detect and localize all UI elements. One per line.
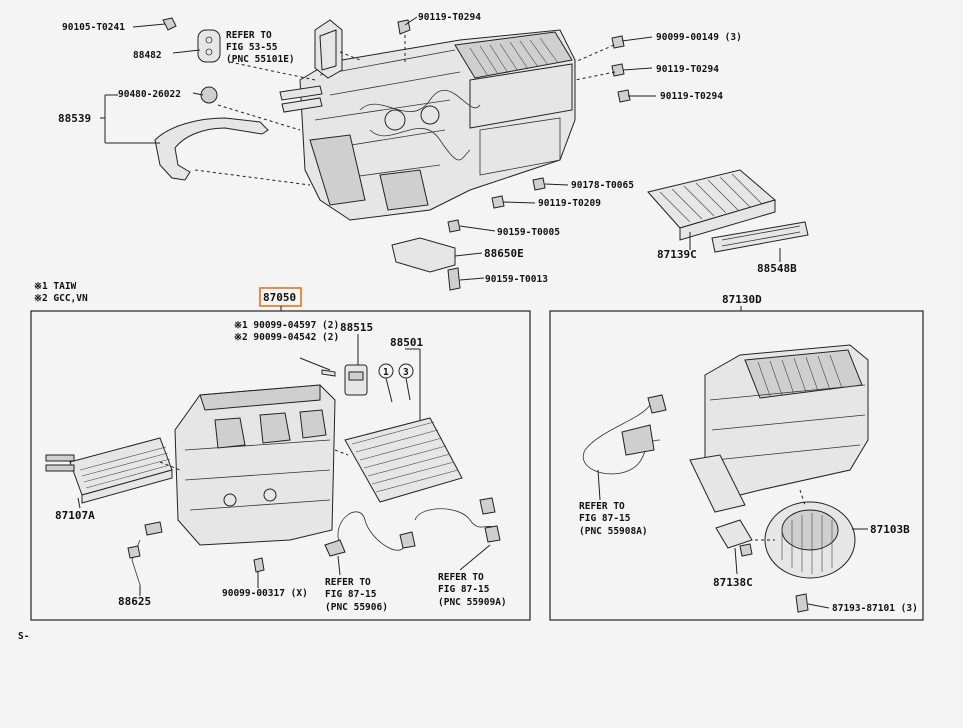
top-leaders [100,16,781,281]
label-refer-m: REFER TO [579,501,625,512]
label-refer-r-fig[interactable]: FIG 87-15 [438,584,490,595]
label-87050[interactable]: 87050 [263,291,296,304]
label-88515[interactable]: 88515 [340,321,373,334]
note-2: ※2 GCC,VN [34,293,88,304]
label-refer-l-fig[interactable]: FIG 87-15 [325,589,377,600]
note-1: ※1 TAIW [34,281,77,292]
circle-1-label: 1 [383,367,389,378]
label-refer-l: REFER TO [325,577,371,588]
footer-label: S- [18,631,29,642]
right-box-frame [549,310,924,621]
label-87138[interactable]: 87138C [713,576,753,589]
label-88501[interactable]: 88501 [390,336,423,349]
label-87103[interactable]: 87103B [870,523,910,536]
label-87139[interactable]: 87139C [657,248,697,261]
label-s-a[interactable]: ※1 90099-04597 (2) [234,320,339,331]
right-box-parts [582,344,869,613]
label-90159-b[interactable]: 90159-T0013 [485,274,548,285]
left-box-parts [45,363,501,586]
label-88539[interactable]: 88539 [58,112,91,125]
label-refer-l-pnc: (PNC 55906) [325,602,388,613]
label-87130[interactable]: 87130D [722,293,762,306]
right-leaders [597,469,868,609]
label-90119-d[interactable]: 90119-T0209 [538,198,601,209]
label-refer-m-fig[interactable]: FIG 87-15 [579,513,631,524]
label-refer-m-pnc: (PNC 55908A) [579,526,648,537]
label-90119-a[interactable]: 90119-T0294 [418,12,481,23]
label-88625[interactable]: 88625 [118,595,151,608]
labels: 90105-T0241 88482 REFER TO FIG 53-55 (PN… [18,12,918,642]
label-refer-r: REFER TO [438,572,484,583]
label-refer-top-fig[interactable]: FIG 53-55 [226,42,278,53]
label-90178[interactable]: 90178-T0065 [571,180,634,191]
label-90099-b[interactable]: 90099-00149 (3) [656,32,742,43]
label-90480[interactable]: 90480-26022 [118,89,181,100]
label-88650[interactable]: 88650E [484,247,524,260]
label-refer-r-pnc: (PNC 55909A) [438,597,507,608]
label-87193[interactable]: 87193-87101 (3) [832,603,918,614]
top-heater-assembly [279,29,576,221]
label-refer-top-pnc: (PNC 55101E) [226,54,295,65]
label-87107[interactable]: 87107A [55,509,95,522]
label-90099-x[interactable]: 90099-00317 (X) [222,588,308,599]
label-90119-c[interactable]: 90119-T0294 [660,91,723,102]
top-small-parts [154,17,809,291]
label-90119-b[interactable]: 90119-T0294 [656,64,719,75]
left-leaders [77,334,491,596]
label-90105[interactable]: 90105-T0241 [62,22,125,33]
label-s-b[interactable]: ※2 90099-04542 (2) [234,332,339,343]
label-88548[interactable]: 88548B [757,262,797,275]
label-90159-a[interactable]: 90159-T0005 [497,227,560,238]
circle-3-label: 3 [403,367,409,378]
label-88482[interactable]: 88482 [133,50,162,61]
label-refer-top: REFER TO [226,30,272,41]
